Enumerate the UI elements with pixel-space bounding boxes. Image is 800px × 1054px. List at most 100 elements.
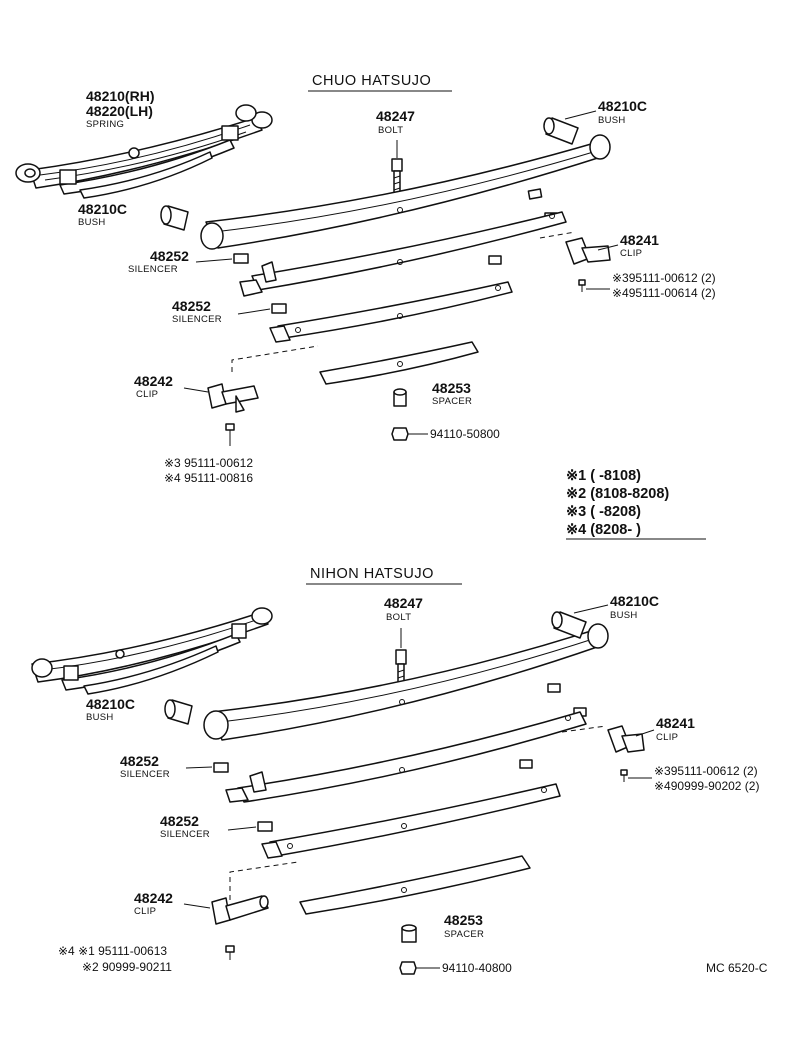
nihon-clip-right-screw-b: ※490999-90202 (2) bbox=[654, 779, 759, 793]
chuo-hatsujo-section: CHUO HATSUJO 48210(RH) 48220(LH) SPRING bbox=[15, 73, 716, 485]
nihon-silencer2-part-number: 48252 bbox=[160, 813, 199, 829]
chuo-bush-right-part-number: 48210C bbox=[598, 98, 647, 114]
nihon-leaf-2 bbox=[225, 711, 587, 803]
nihon-bush-left-label: BUSH bbox=[86, 712, 114, 723]
chuo-silencer1-label: SILENCER bbox=[128, 264, 178, 275]
nihon-clip-right-screw-a: ※395111-00612 (2) bbox=[654, 764, 758, 778]
chuo-spacer-part-number: 48253 bbox=[432, 380, 471, 396]
nihon-spacer bbox=[401, 924, 417, 943]
nihon-nut-part-number: 94110-40800 bbox=[442, 961, 512, 975]
chuo-clip-right-screw bbox=[578, 279, 610, 292]
chuo-silencer1-part-number: 48252 bbox=[150, 248, 189, 264]
chuo-main-leaf bbox=[200, 134, 611, 250]
nihon-clip-left-screw bbox=[225, 945, 235, 960]
nihon-spacer-label: SPACER bbox=[444, 929, 484, 940]
chuo-silencer2-label: SILENCER bbox=[172, 314, 222, 325]
chuo-spring-rh-part-number: 48210(RH) bbox=[86, 88, 154, 104]
chuo-silencer2-part-number: 48252 bbox=[172, 298, 211, 314]
nihon-bush-right bbox=[551, 611, 587, 639]
chuo-spring-label: SPRING bbox=[86, 119, 124, 130]
legend-row-3: ※3 ( -8208) bbox=[566, 504, 641, 520]
nihon-clip-right-label: CLIP bbox=[656, 732, 678, 743]
chuo-leaf-2 bbox=[239, 211, 567, 297]
figure-code: MC 6520-C bbox=[706, 961, 768, 975]
nihon-spring-assembly bbox=[31, 607, 273, 695]
chuo-spring-lh-part-number: 48220(LH) bbox=[86, 103, 153, 119]
nihon-clip-right-part-number: 48241 bbox=[656, 715, 695, 731]
nihon-clip-left bbox=[211, 861, 299, 925]
legend-row-1: ※1 ( -8108) bbox=[566, 468, 641, 484]
nihon-clip-left-screw-b: ※2 90999-90211 bbox=[82, 960, 172, 974]
chuo-silencer-pad-mid-right bbox=[488, 255, 502, 265]
chuo-bush-right-label: BUSH bbox=[598, 115, 626, 126]
chuo-clip-left-part-number: 48242 bbox=[134, 373, 173, 389]
chuo-silencer1-leader bbox=[195, 258, 233, 263]
chuo-spring-assembly bbox=[15, 104, 273, 199]
nihon-clip-left-part-number: 48242 bbox=[134, 890, 173, 906]
chuo-leaf-4 bbox=[319, 341, 479, 385]
chuo-clip-left-leader bbox=[183, 387, 209, 393]
legend-row-4: ※4 (8208- ) bbox=[566, 522, 641, 538]
chuo-section-title: CHUO HATSUJO bbox=[312, 73, 431, 89]
nihon-bush-right-part-number: 48210C bbox=[610, 593, 659, 609]
nihon-clip-left-screw-a: ※4 ※1 95111-00613 bbox=[58, 944, 167, 958]
nihon-bush-right-label: BUSH bbox=[610, 610, 638, 621]
chuo-silencer-pad-upper-right bbox=[527, 188, 543, 200]
chuo-bush-left-part-number: 48210C bbox=[78, 201, 127, 217]
chuo-clip-left bbox=[207, 345, 319, 413]
chuo-clip-right-screw-a: ※395111-00612 (2) bbox=[612, 271, 716, 285]
nihon-clip-left-label: CLIP bbox=[134, 906, 156, 917]
nihon-bush-left-part-number: 48210C bbox=[86, 696, 135, 712]
nihon-silencer2-label: SILENCER bbox=[160, 829, 210, 840]
nihon-clip-right bbox=[561, 725, 645, 753]
nihon-spacer-part-number: 48253 bbox=[444, 912, 483, 928]
date-range-legend: ※1 ( -8108) ※2 (8108-8208) ※3 ( -8208) ※… bbox=[566, 468, 706, 540]
nihon-leaf-3 bbox=[261, 783, 561, 859]
chuo-clip-left-screw-b: ※4 95111-00816 bbox=[164, 471, 253, 485]
chuo-silencer2-leader bbox=[237, 308, 271, 315]
nihon-silencer2-leader bbox=[227, 826, 257, 831]
chuo-clip-left-screw bbox=[225, 423, 235, 446]
chuo-clip-right-leader bbox=[597, 244, 619, 251]
nihon-clip-left-leader bbox=[183, 903, 211, 909]
chuo-nut-part-number: 94110-50800 bbox=[430, 427, 500, 441]
nihon-clip-right-leader bbox=[635, 729, 655, 737]
chuo-clip-right-part-number: 48241 bbox=[620, 232, 659, 248]
chuo-nut bbox=[391, 427, 428, 441]
nihon-section-title: NIHON HATSUJO bbox=[310, 566, 434, 582]
chuo-bush-right-leader bbox=[564, 110, 597, 120]
nihon-leaf-4 bbox=[299, 855, 531, 915]
nihon-silencer-pad-mid-right bbox=[519, 759, 533, 769]
chuo-bolt-part-number: 48247 bbox=[376, 108, 415, 124]
nihon-bolt-part-number: 48247 bbox=[384, 595, 423, 611]
chuo-silencer-pad-1 bbox=[233, 253, 249, 264]
chuo-clip-left-screw-a: ※3 95111-00612 bbox=[164, 456, 253, 470]
chuo-clip-left-label: CLIP bbox=[136, 389, 158, 400]
nihon-bush-right-leader bbox=[573, 604, 609, 614]
nihon-hatsujo-section: NIHON HATSUJO 48247 BOLT bbox=[31, 566, 759, 975]
nihon-bolt-label: BOLT bbox=[386, 612, 411, 623]
nihon-silencer-pad-1 bbox=[213, 762, 229, 773]
nihon-silencer1-leader bbox=[185, 766, 213, 769]
nihon-silencer1-label: SILENCER bbox=[120, 769, 170, 780]
nihon-silencer-pad-upper-right bbox=[547, 683, 561, 693]
nihon-main-leaf bbox=[203, 623, 609, 741]
chuo-clip-right bbox=[539, 231, 611, 265]
chuo-silencer-pad-2 bbox=[271, 303, 287, 314]
chuo-bush-left bbox=[160, 205, 189, 231]
chuo-spacer bbox=[393, 388, 407, 407]
chuo-bush-right bbox=[543, 117, 579, 145]
nihon-nut bbox=[399, 961, 440, 975]
nihon-silencer1-part-number: 48252 bbox=[120, 753, 159, 769]
chuo-bush-left-label: BUSH bbox=[78, 217, 106, 228]
chuo-leaf-3 bbox=[269, 281, 513, 343]
chuo-center-bolt bbox=[391, 140, 403, 200]
chuo-clip-right-screw-b: ※495111-00614 (2) bbox=[612, 286, 716, 300]
nihon-bush-left bbox=[164, 699, 193, 725]
chuo-bolt-label: BOLT bbox=[378, 125, 403, 136]
legend-row-2: ※2 (8108-8208) bbox=[566, 486, 669, 502]
chuo-spacer-label: SPACER bbox=[432, 396, 472, 407]
nihon-silencer-pad-2 bbox=[257, 821, 273, 832]
chuo-clip-right-label: CLIP bbox=[620, 248, 642, 259]
